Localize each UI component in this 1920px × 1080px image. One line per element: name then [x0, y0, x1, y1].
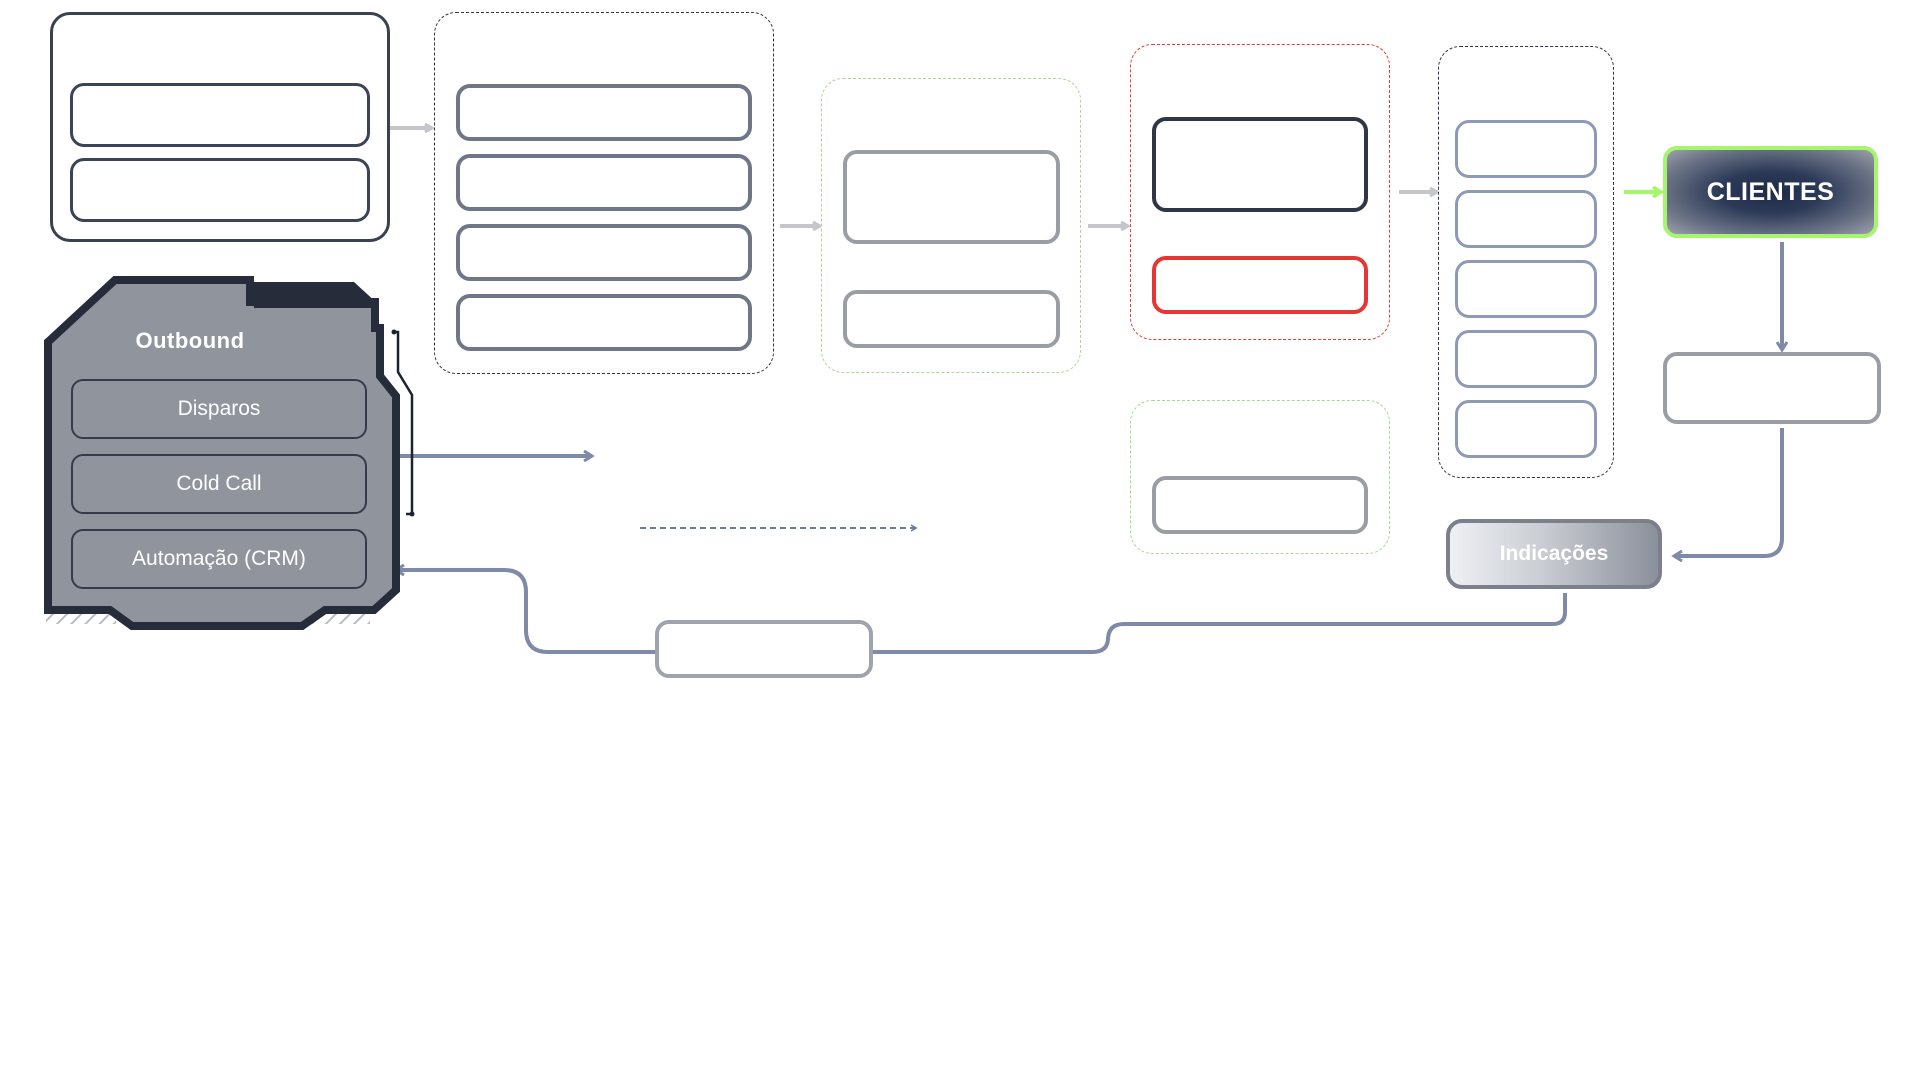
stage5-node-3[interactable] — [1455, 260, 1597, 318]
stage2-node-4[interactable] — [456, 294, 752, 351]
clientes-node[interactable]: CLIENTES — [1663, 146, 1878, 238]
loop-node[interactable] — [655, 620, 873, 678]
stage4-node-bottom[interactable] — [1152, 256, 1368, 314]
stage2-node-2[interactable] — [456, 154, 752, 211]
stage5-node-5[interactable] — [1455, 400, 1597, 458]
stage5-node-2[interactable] — [1455, 190, 1597, 248]
stage5-node-4[interactable] — [1455, 330, 1597, 388]
bracket-dot-bottom — [409, 511, 415, 517]
stage1-node-2[interactable] — [70, 158, 370, 222]
outbound-item-cold-call[interactable]: Cold Call — [71, 454, 367, 514]
stage4-node-top[interactable] — [1152, 117, 1368, 212]
outbound-item-disparos[interactable]: Disparos — [71, 379, 367, 439]
stage2-node-3[interactable] — [456, 224, 752, 281]
feedback-loop-to-outbound — [396, 570, 1567, 654]
post-clientes-node[interactable] — [1663, 352, 1881, 424]
outbound-title: Outbound — [135, 328, 245, 353]
indicacoes-node[interactable]: Indicações — [1446, 519, 1662, 589]
stage1-node-1[interactable] — [70, 83, 370, 147]
stage4b-node[interactable] — [1152, 476, 1368, 534]
arrow-to-indicacoes — [1674, 428, 1784, 556]
stage5-node-1[interactable] — [1455, 120, 1597, 178]
stage3-node-top[interactable] — [843, 150, 1060, 244]
outbound-item-automacao-crm[interactable]: Automação (CRM) — [71, 529, 367, 589]
stage2-node-1[interactable] — [456, 84, 752, 141]
stage3-node-bottom[interactable] — [843, 290, 1060, 348]
